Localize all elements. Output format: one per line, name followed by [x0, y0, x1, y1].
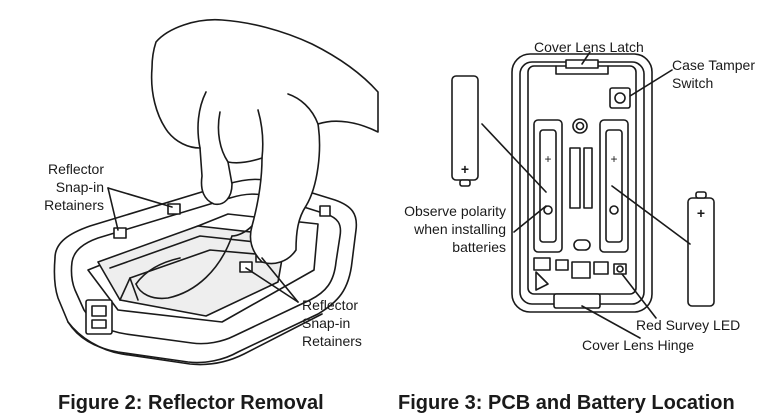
figure3-caption: Figure 3: PCB and Battery Location — [398, 392, 735, 414]
leader-polarity-2 — [513, 205, 547, 233]
case-tamper-switch-label: Case Tamper Switch — [672, 57, 756, 91]
leader-cover-lens-latch — [581, 51, 591, 65]
leader-left-retainer-1 — [107, 187, 119, 231]
battery-right: + — [687, 191, 715, 307]
leader-left-retainer-2 — [107, 187, 173, 208]
red-survey-led-label: Red Survey LED — [636, 317, 741, 333]
retainer-tab — [113, 227, 127, 239]
cover-lens-latch — [555, 65, 609, 75]
leader-case-tamper — [629, 69, 673, 97]
hand — [150, 18, 379, 265]
retainer-tab — [319, 205, 331, 217]
battery-holder-right — [599, 119, 629, 253]
svg-text:+: + — [697, 205, 705, 221]
retainer-tab — [167, 203, 181, 215]
battery-left: + — [451, 75, 479, 187]
leader-cover-lens-hinge — [581, 305, 641, 339]
cover-lens-hinge — [553, 293, 601, 309]
svg-text:+: + — [610, 152, 617, 166]
leader-red-survey-led — [621, 273, 657, 319]
leader-polarity-3 — [611, 185, 691, 245]
reflector-label-left: Reflector Snap-in Retainers — [44, 161, 104, 213]
cover-lens-hinge-label: Cover Lens Hinge — [582, 337, 695, 353]
leader-polarity-1 — [481, 123, 547, 193]
case-tamper-switch — [609, 87, 631, 109]
oval-slot — [573, 239, 591, 251]
svg-text:+: + — [544, 152, 551, 166]
leader-right-retainer-2 — [261, 257, 299, 303]
red-survey-led — [613, 263, 627, 275]
retainer-tab — [239, 261, 253, 273]
case-lip — [87, 213, 319, 323]
case-connector — [85, 299, 113, 335]
figure2-illustration — [53, 18, 379, 366]
battery-holder-left — [533, 119, 563, 253]
reflector-label-right: Reflector Snap-in Retainers — [302, 297, 362, 349]
leader-right-retainer-1 — [245, 267, 299, 303]
svg-text:+: + — [461, 161, 469, 177]
figure2-caption: Figure 2: Reflector Removal — [58, 392, 324, 414]
mounting-hole — [572, 118, 588, 134]
observe-polarity-label: Observe polarity when installing batteri… — [404, 203, 506, 255]
figure3-illustration: + + + + — [451, 51, 715, 339]
cover-lens-latch-label: Cover Lens Latch — [534, 39, 644, 55]
case-bottom-edge — [67, 313, 323, 366]
